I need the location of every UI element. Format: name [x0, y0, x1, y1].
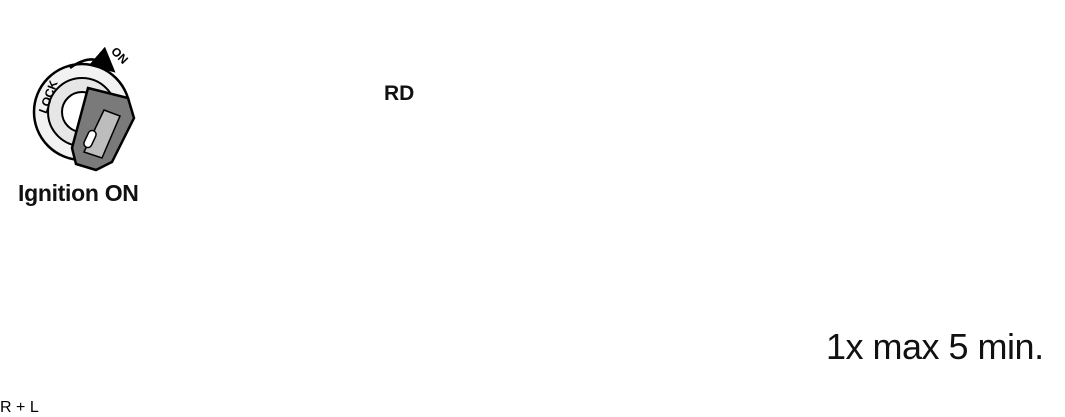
right-indicator-box: R — [0, 399, 16, 416]
left-lamp-letter: L — [29, 399, 39, 416]
right-lamp-bulb-icon: R — [0, 399, 16, 416]
right-lamp-letter: R — [0, 399, 12, 416]
ignition-lock: LOCK ON — [32, 44, 136, 172]
ignition-key-icon — [70, 86, 136, 172]
diagram-canvas: LOCK ON — [32, 44, 136, 172]
timer-result-text: 1x max 5 min. — [826, 326, 1044, 367]
plus-sign: + — [16, 399, 26, 416]
ignition-caption: Ignition ON — [18, 180, 139, 206]
leader-line-bottom: R + L Ignition ON RD 1x max — [0, 82, 1044, 416]
sequence-arrow-1: R + L Ignition ON RD 1x max — [0, 82, 1044, 416]
rd-signal-label: RD — [384, 82, 415, 105]
leader-line-top: R + L Ignition ON RD 1x max — [0, 82, 1044, 416]
installation-diagram: LOCK ON — [0, 44, 1044, 416]
turn-arrow-icon — [69, 46, 116, 73]
left-indicator-box: L — [30, 399, 39, 416]
ignition-on-text: ON — [108, 44, 131, 67]
left-lamp-bulb-icon: L — [30, 399, 39, 416]
